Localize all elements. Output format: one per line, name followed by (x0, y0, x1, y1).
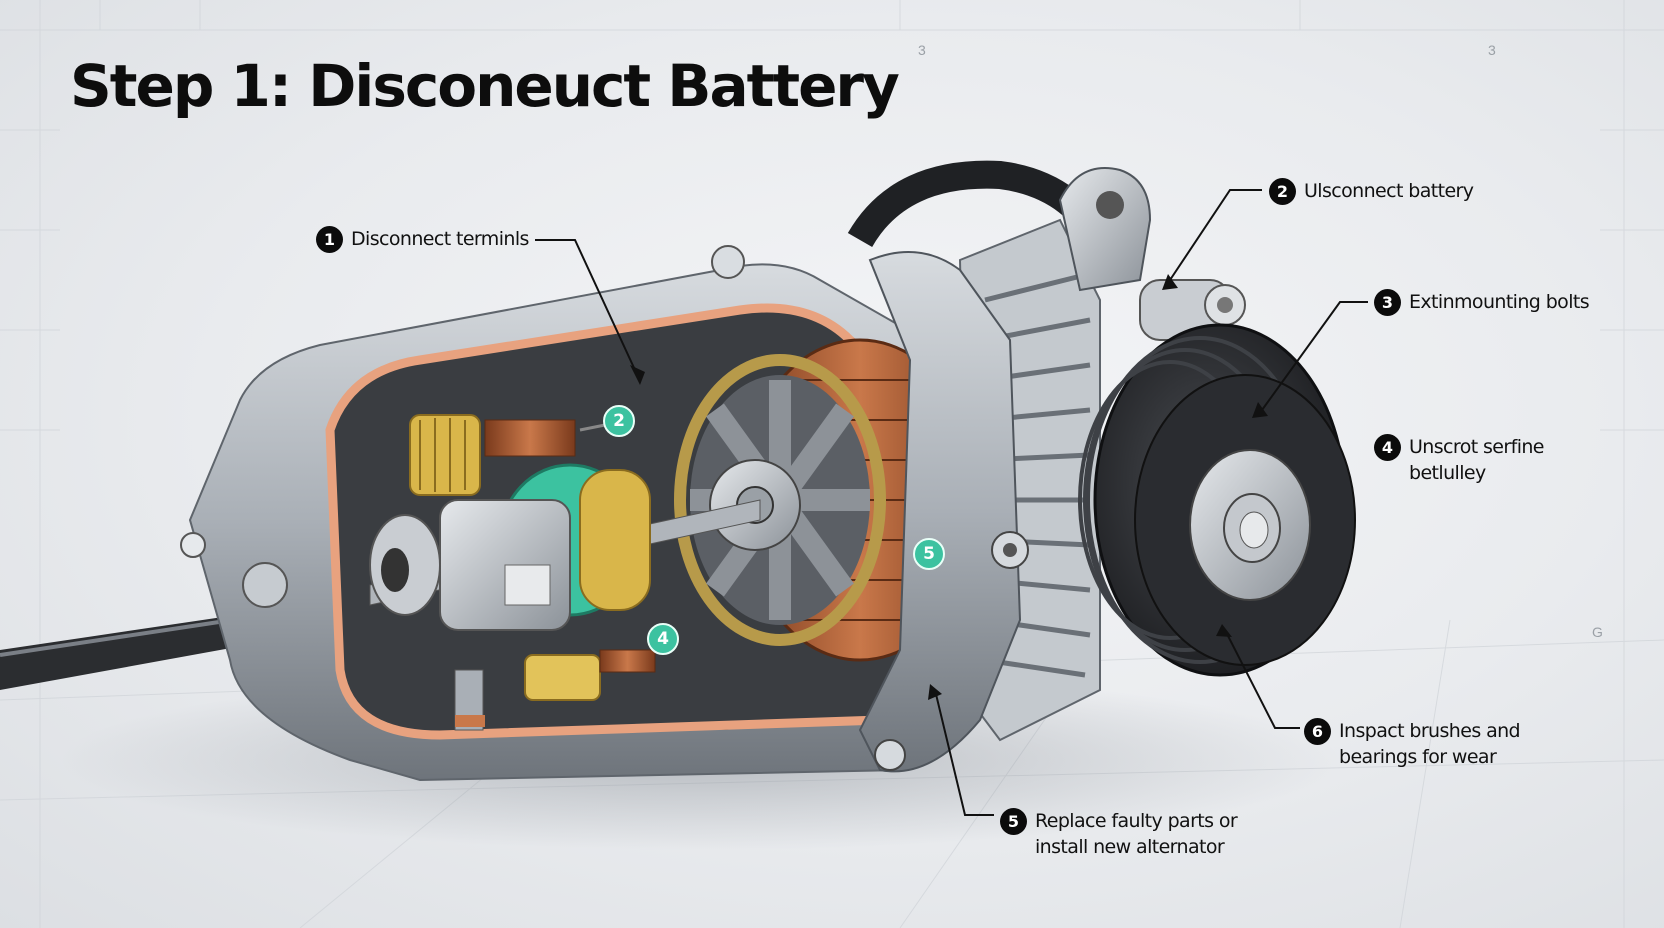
callout-1: 1 Disconnect terminls (316, 226, 529, 253)
callout-number-badge: 1 (316, 226, 343, 253)
callout-4: 4 Unscrot serfine betlulley (1374, 434, 1545, 486)
grid-mark: G (1592, 624, 1603, 640)
arrowheads (630, 274, 1268, 700)
callout-number-badge: 6 (1304, 718, 1331, 745)
grid-mark: 3 (918, 42, 926, 58)
callout-3: 3 Extinmounting bolts (1374, 289, 1590, 316)
callout-label: Inspact brushes and bearings for wear (1339, 720, 1521, 768)
callout-number-badge: 4 (1374, 434, 1401, 461)
pulley (1078, 323, 1356, 677)
callout-label: Unscrot serfine betlulley (1409, 436, 1545, 484)
brass-gear-lower (454, 649, 656, 731)
callout-number-badge: 2 (1269, 178, 1296, 205)
solenoid (369, 463, 651, 631)
callout-label: Disconnect terminls (351, 228, 529, 250)
callout-label: Extinmounting bolts (1409, 291, 1590, 313)
callout-5: 5 Replace faulty parts or install new al… (1000, 808, 1238, 860)
callout-number-badge: 3 (1374, 289, 1401, 316)
inner-marker-4: 4 (647, 623, 679, 655)
brass-gear-upper (409, 414, 606, 496)
front-flange (858, 251, 1029, 773)
callout-6: 6 Inspact brushes and bearings for wear (1304, 718, 1521, 770)
page-title: Step 1: Disconeuct Battery (70, 52, 900, 120)
inner-marker-5: 5 (913, 538, 945, 570)
callout-2: 2 Ulsconnect battery (1269, 178, 1474, 205)
grid-mark: 3 (1488, 42, 1496, 58)
leader-lines (535, 189, 1368, 816)
callout-label: Replace faulty parts or install new alte… (1035, 810, 1238, 858)
callout-number-badge: 5 (1000, 808, 1027, 835)
inner-marker-2: 2 (603, 405, 635, 437)
callout-label: Ulsconnect battery (1304, 180, 1474, 202)
